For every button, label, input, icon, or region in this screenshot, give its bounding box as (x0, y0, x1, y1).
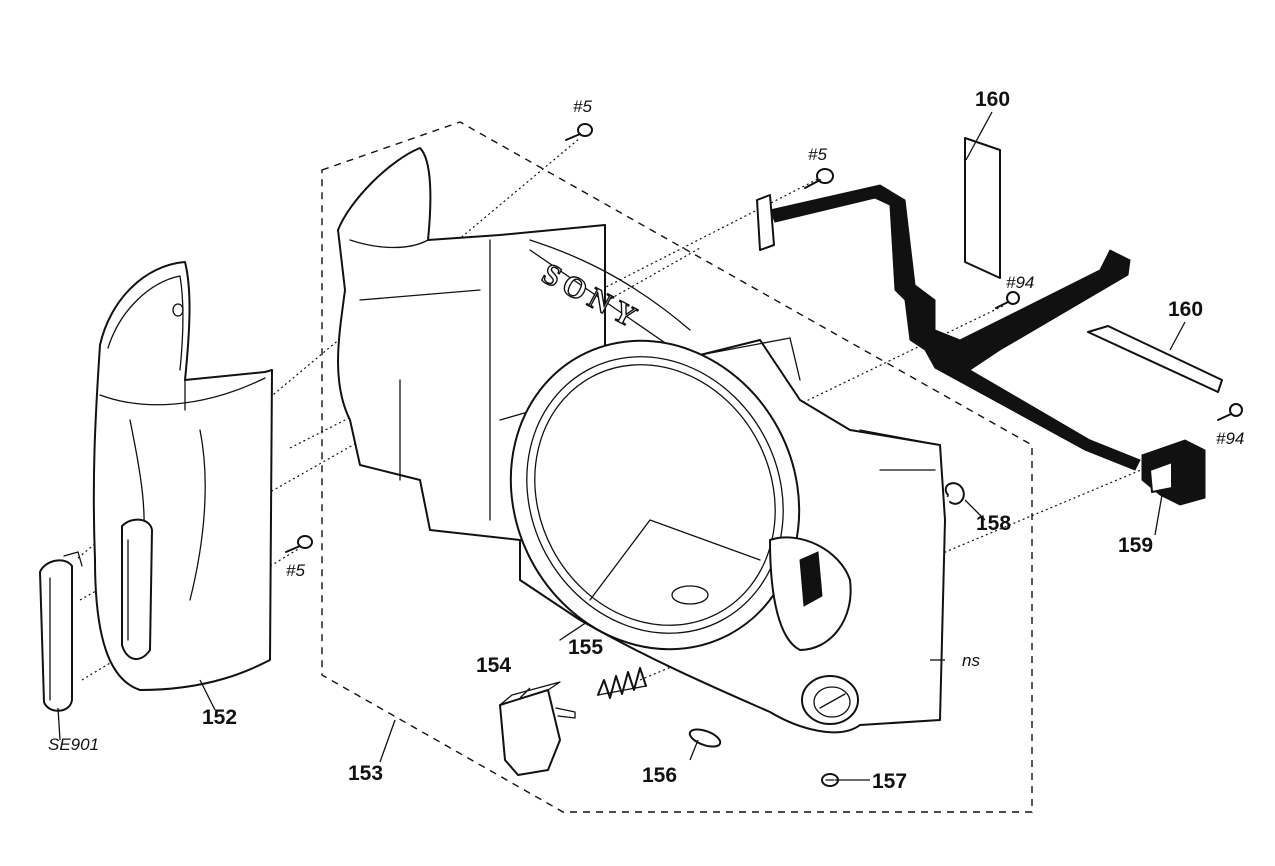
callout-158: 158 (976, 512, 1011, 535)
callout-159: 159 (1118, 534, 1153, 557)
part-155-spring (597, 667, 647, 699)
part-160-label-upper (964, 137, 1001, 279)
screw-5-top (565, 123, 593, 141)
callout-screw-5-left: #5 (286, 561, 305, 580)
callout-screw-5-top: #5 (573, 97, 592, 116)
part-se901-sensor (39, 551, 83, 712)
callout-160-lower: 160 (1168, 298, 1203, 321)
callout-screw-5-mid: #5 (808, 145, 827, 164)
screw-5-left (285, 535, 313, 553)
part-159-connector (1141, 439, 1206, 506)
part-160-label-lower (1087, 325, 1223, 393)
callout-157: 157 (872, 770, 907, 793)
screw-94-a (995, 291, 1020, 309)
part-158-clip (944, 482, 965, 505)
callout-screw-94-a: #94 (1006, 273, 1034, 292)
callout-154: 154 (476, 654, 511, 677)
screw-94-b (1217, 403, 1243, 421)
part-154-button (499, 681, 576, 776)
callout-155: 155 (568, 636, 603, 659)
callout-152: 152 (202, 706, 237, 729)
callout-se901: SE901 (48, 735, 99, 754)
flex-cable (756, 184, 1141, 471)
part-156-key (688, 728, 722, 748)
callout-160-upper: 160 (975, 88, 1010, 111)
callout-ns: ns (962, 651, 980, 670)
screw-5-mid (804, 168, 834, 189)
callout-156: 156 (642, 764, 677, 787)
part-152-grip-cover (92, 261, 273, 691)
part-153-front-body: SONY (337, 147, 946, 734)
leader-lines (57, 111, 1186, 781)
callout-153: 153 (348, 762, 383, 785)
callout-screw-94-b: #94 (1216, 429, 1244, 448)
assembly-153-boundary (321, 121, 1033, 813)
